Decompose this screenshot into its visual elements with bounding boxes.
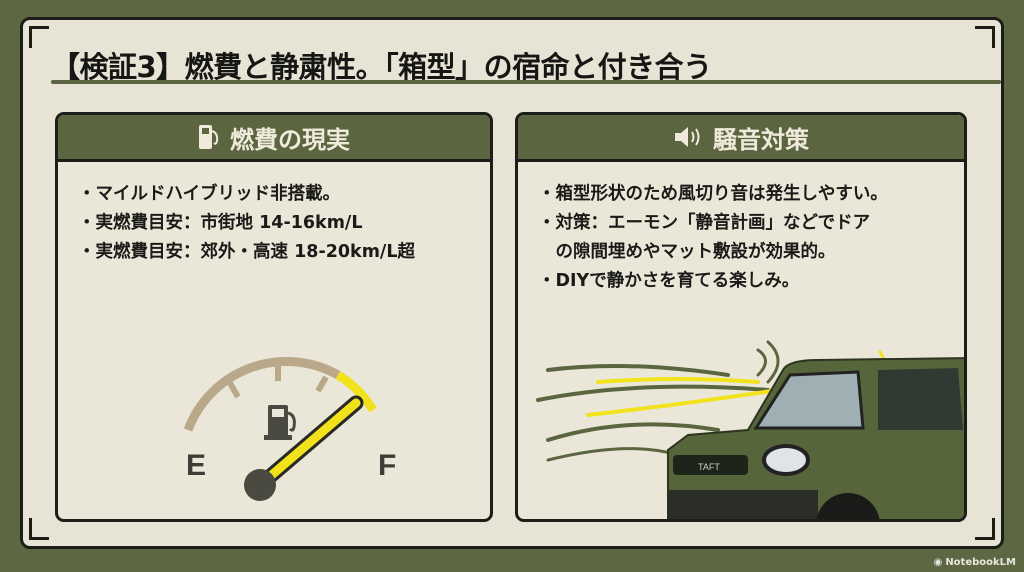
fuel-pump-icon — [264, 405, 296, 440]
fuel-pump-icon — [199, 125, 219, 149]
corner-bracket — [975, 518, 995, 540]
title-divider — [51, 80, 1001, 84]
fuel-panel: 燃費の現実 ・マイルドハイブリッド非搭載。 ・実燃費目安：市街地 14-16km… — [55, 112, 493, 522]
list-item: ・実燃費目安：市街地 14-16km/L — [78, 213, 363, 233]
noise-panel-header: 騒音対策 — [518, 115, 964, 162]
watermark-text: NotebookLM — [945, 557, 1016, 568]
list-item: ・対策：エーモン「静音計画」などでドア — [538, 213, 871, 233]
fuel-panel-heading: 燃費の現実 — [230, 125, 350, 154]
slide-title: 【検証3】燃費と静粛性。「箱型」の宿命と付き合う — [51, 50, 712, 84]
noise-panel: 騒音対策 ・箱型形状のため風切り音は発生しやすい。 ・対策：エーモン「静音計画」… — [515, 112, 967, 522]
list-item: ・マイルドハイブリッド非搭載。 — [78, 184, 341, 204]
wind-lines — [536, 340, 889, 462]
car-illustration: TAFT — [536, 340, 964, 519]
gauge-empty-label: E — [186, 449, 206, 482]
corner-bracket — [29, 518, 49, 540]
gauge-needle — [255, 398, 361, 490]
list-item: ・箱型形状のため風切り音は発生しやすい。 — [538, 184, 888, 204]
slide-frame: 【検証3】燃費と静粛性。「箱型」の宿命と付き合う 燃費の現実 ・マイルドハイブリ… — [20, 17, 1004, 549]
fuel-panel-header: 燃費の現実 — [58, 115, 490, 162]
notebooklm-logo-icon: ◉ — [933, 557, 943, 568]
fuel-gauge: E F — [183, 357, 396, 501]
list-item: の隙間埋めやマット敷設が効果的。 — [538, 242, 836, 262]
list-item: ・DIYで静かさを育てる楽しみ。 — [538, 271, 800, 291]
gauge-hub — [244, 469, 276, 501]
speaker-icon — [675, 127, 700, 147]
watermark: ◉NotebookLM — [934, 557, 1016, 568]
list-item: ・実燃費目安：郊外・高速 18-20km/L超 — [78, 242, 415, 262]
gauge-full-label: F — [378, 449, 396, 482]
car-badge: TAFT — [698, 462, 720, 472]
corner-bracket — [29, 26, 49, 48]
noise-panel-heading: 騒音対策 — [713, 125, 809, 154]
corner-bracket — [975, 26, 995, 48]
